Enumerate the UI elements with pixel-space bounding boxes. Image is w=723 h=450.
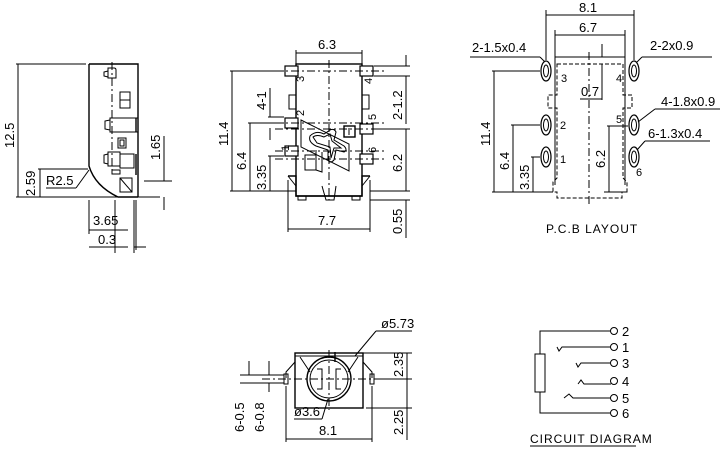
pcb-pin-6: 6 xyxy=(636,167,642,179)
circuit-sleeve xyxy=(534,353,546,393)
pcb-callout-top-right: 2-2x0.9 xyxy=(650,38,693,53)
pcb-layout-title: P.C.B LAYOUT xyxy=(546,222,638,236)
dim-bottom-pin-b: 6-0.8 xyxy=(252,402,267,432)
front-pin-4: 4 xyxy=(363,78,375,84)
bottom-view: ø5.73 ø3.6 6-0.5 6-0.8 2.35 2.25 8.1 xyxy=(232,316,414,442)
dim-side-width-a: 3.65 xyxy=(93,213,118,228)
dim-side-right-height: 1.65 xyxy=(148,135,163,160)
dim-front-height: 11.4 xyxy=(216,122,231,146)
circuit-terminal-3: 3 xyxy=(622,356,629,371)
dim-pcb-inner-width: 6.7 xyxy=(579,20,597,35)
circuit-terminal-4: 4 xyxy=(622,374,629,389)
dim-side-r-offset: 2.59 xyxy=(23,171,38,196)
dim-front-bottom-width: 7.7 xyxy=(318,213,336,228)
dim-side-radius: R2.5 xyxy=(46,173,73,188)
dim-pcb-left-low: 3.35 xyxy=(517,165,532,190)
dim-side-height: 12.5 xyxy=(2,123,17,148)
front-pin-2: 2 xyxy=(295,110,307,116)
dim-bottom-inner-dia: ø3.6 xyxy=(294,404,320,419)
dim-front-left-low: 3.35 xyxy=(254,165,269,190)
dim-bottom-lower-height: 2.25 xyxy=(391,410,406,435)
circuit-diagram-title: CIRCUIT DIAGRAM xyxy=(530,432,653,446)
front-view: 3 2 1 4 5 6 6.3 11.4 6.4 3.35 4-1 2 xyxy=(216,37,410,238)
dim-front-right-mid: 6.2 xyxy=(390,154,405,172)
dim-front-pin-pitch: 4-1 xyxy=(254,91,269,110)
front-pin-3: 3 xyxy=(295,76,307,82)
side-body-outline xyxy=(88,63,139,198)
pcb-layout: 3 2 1 4 5 6 8.1 6.7 0.7 2-1.5x0.4 2-2x0.… xyxy=(470,0,720,236)
pcb-pin-2: 2 xyxy=(560,120,566,132)
circuit-terminal-6: 6 xyxy=(622,406,629,421)
pcb-pin-5: 5 xyxy=(616,114,622,126)
front-pin-5: 5 xyxy=(367,114,379,120)
circuit-diagram: 2 1 3 4 5 6 CIRCUIT DIAGRAM xyxy=(530,324,653,447)
pcb-pin-4: 4 xyxy=(616,73,622,85)
dim-pcb-outer-width: 8.1 xyxy=(579,0,597,15)
pcb-callout-mid-right: 4-1.8x0.9 xyxy=(661,94,715,109)
circuit-terminal-1: 1 xyxy=(622,340,629,355)
dim-bottom-pin-a: 6-0.5 xyxy=(232,402,247,432)
dim-bottom-outer-dia: ø5.73 xyxy=(381,316,414,331)
dim-front-right-top: 2-1.2 xyxy=(390,90,405,120)
dim-front-top-width: 6.3 xyxy=(318,37,336,52)
dim-bottom-upper-height: 2.35 xyxy=(391,352,406,377)
dim-pcb-height: 11.4 xyxy=(478,122,493,146)
front-pin-1: 1 xyxy=(280,145,292,151)
dim-pcb-right-mid: 6.2 xyxy=(593,150,608,168)
dim-front-left-mid: 6.4 xyxy=(234,152,249,170)
dim-bottom-width: 8.1 xyxy=(319,423,337,438)
dim-pcb-top-offset: 0.7 xyxy=(581,84,599,99)
circuit-terminal-2: 2 xyxy=(622,324,629,339)
front-pin-6: 6 xyxy=(367,147,379,153)
pcb-callout-top-left: 2-1.5x0.4 xyxy=(472,40,526,55)
side-view: 12.5 2.59 R2.5 1.65 3.65 0.3 xyxy=(2,62,172,253)
pcb-pin-3: 3 xyxy=(561,73,567,85)
pcb-pads xyxy=(540,60,640,168)
pcb-pin-1: 1 xyxy=(560,154,566,166)
dim-front-bottom-offset: 0.55 xyxy=(390,209,405,234)
dim-side-width-b: 0.3 xyxy=(98,232,116,247)
circuit-terminal-5: 5 xyxy=(622,391,629,406)
pcb-callout-low-right: 6-1.3x0.4 xyxy=(648,126,702,141)
dim-pcb-left-mid: 6.4 xyxy=(497,152,512,170)
